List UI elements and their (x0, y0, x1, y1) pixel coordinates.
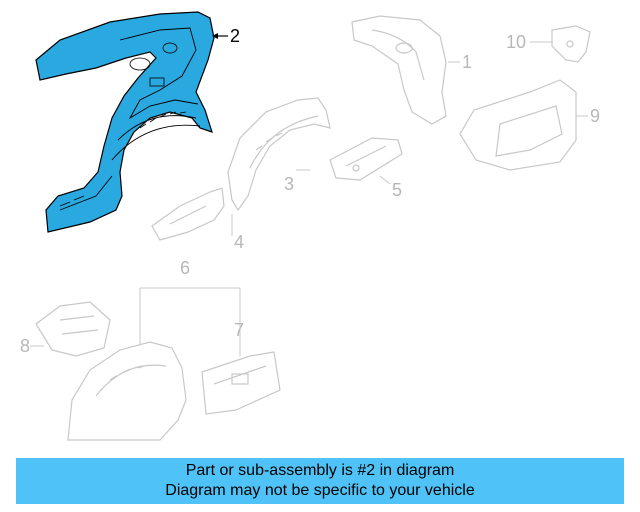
info-banner: Part or sub-assembly is #2 in diagram Di… (16, 458, 624, 504)
banner-line-disclaimer: Diagram may not be specific to your vehi… (165, 482, 475, 499)
callout-10[interactable]: 10 (506, 32, 526, 52)
callout-5[interactable]: 5 (392, 180, 402, 200)
part-5-bracket[interactable] (329, 137, 403, 181)
callout-2[interactable]: 2 (230, 26, 240, 46)
callout-8[interactable]: 8 (20, 336, 30, 356)
callout-1[interactable]: 1 (462, 52, 472, 72)
part-2-quarter-inner-panel[interactable] (35, 11, 215, 233)
part-9-rear-panel[interactable] (459, 79, 577, 171)
callout-7[interactable]: 7 (234, 320, 244, 340)
part-1-rear-pillar-reinforcement[interactable] (351, 15, 447, 125)
callout-9[interactable]: 9 (590, 106, 600, 126)
part-3-wheelhouse-outer[interactable] (227, 97, 331, 212)
callout-3[interactable]: 3 (284, 174, 294, 194)
part-10-bracket[interactable] (551, 25, 591, 63)
part-4-extension[interactable] (151, 187, 225, 241)
callout-6[interactable]: 6 (180, 258, 190, 278)
leader-lines (30, 41, 588, 356)
callout-4[interactable]: 4 (234, 232, 244, 252)
part-8-bracket[interactable] (35, 301, 111, 357)
parts-diagram: 1 2 3 4 5 6 7 8 9 10 (20, 11, 600, 441)
part-6-wheelhouse-inner[interactable] (67, 341, 187, 441)
banner-line-part-number: Part or sub-assembly is #2 in diagram (185, 462, 455, 479)
leader-arrow-2 (212, 33, 218, 39)
part-7-rail-extension[interactable] (201, 351, 281, 415)
